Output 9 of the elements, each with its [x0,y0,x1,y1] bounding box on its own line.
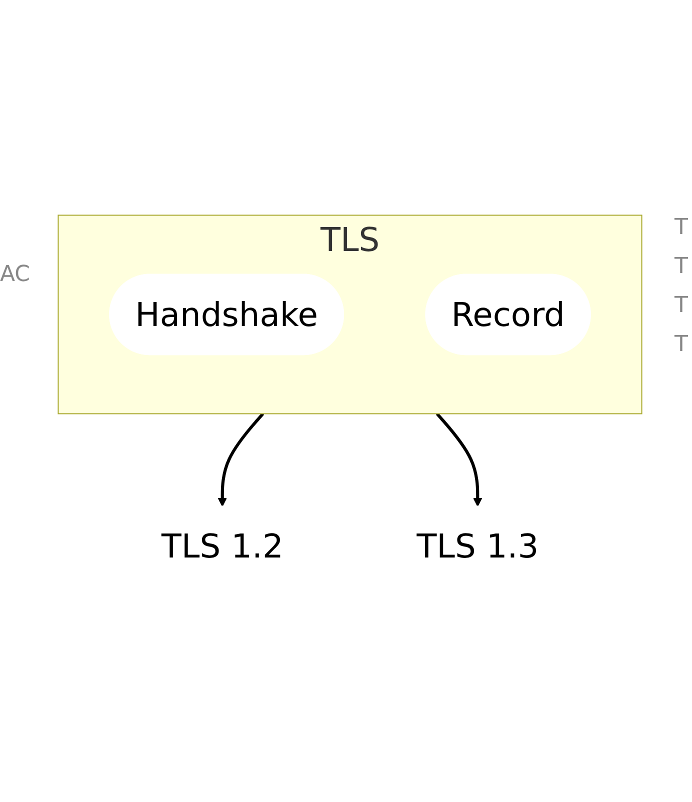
note-text: T [674,293,688,318]
note-text: T [674,332,688,357]
note-text: T [674,254,688,279]
arrow [218,412,264,507]
node-text: TLS 1.2 [161,526,284,566]
note-text: T [674,215,688,240]
arrow [436,412,482,507]
note-text: AC [0,262,30,287]
node-text: TLS 1.3 [416,526,539,566]
